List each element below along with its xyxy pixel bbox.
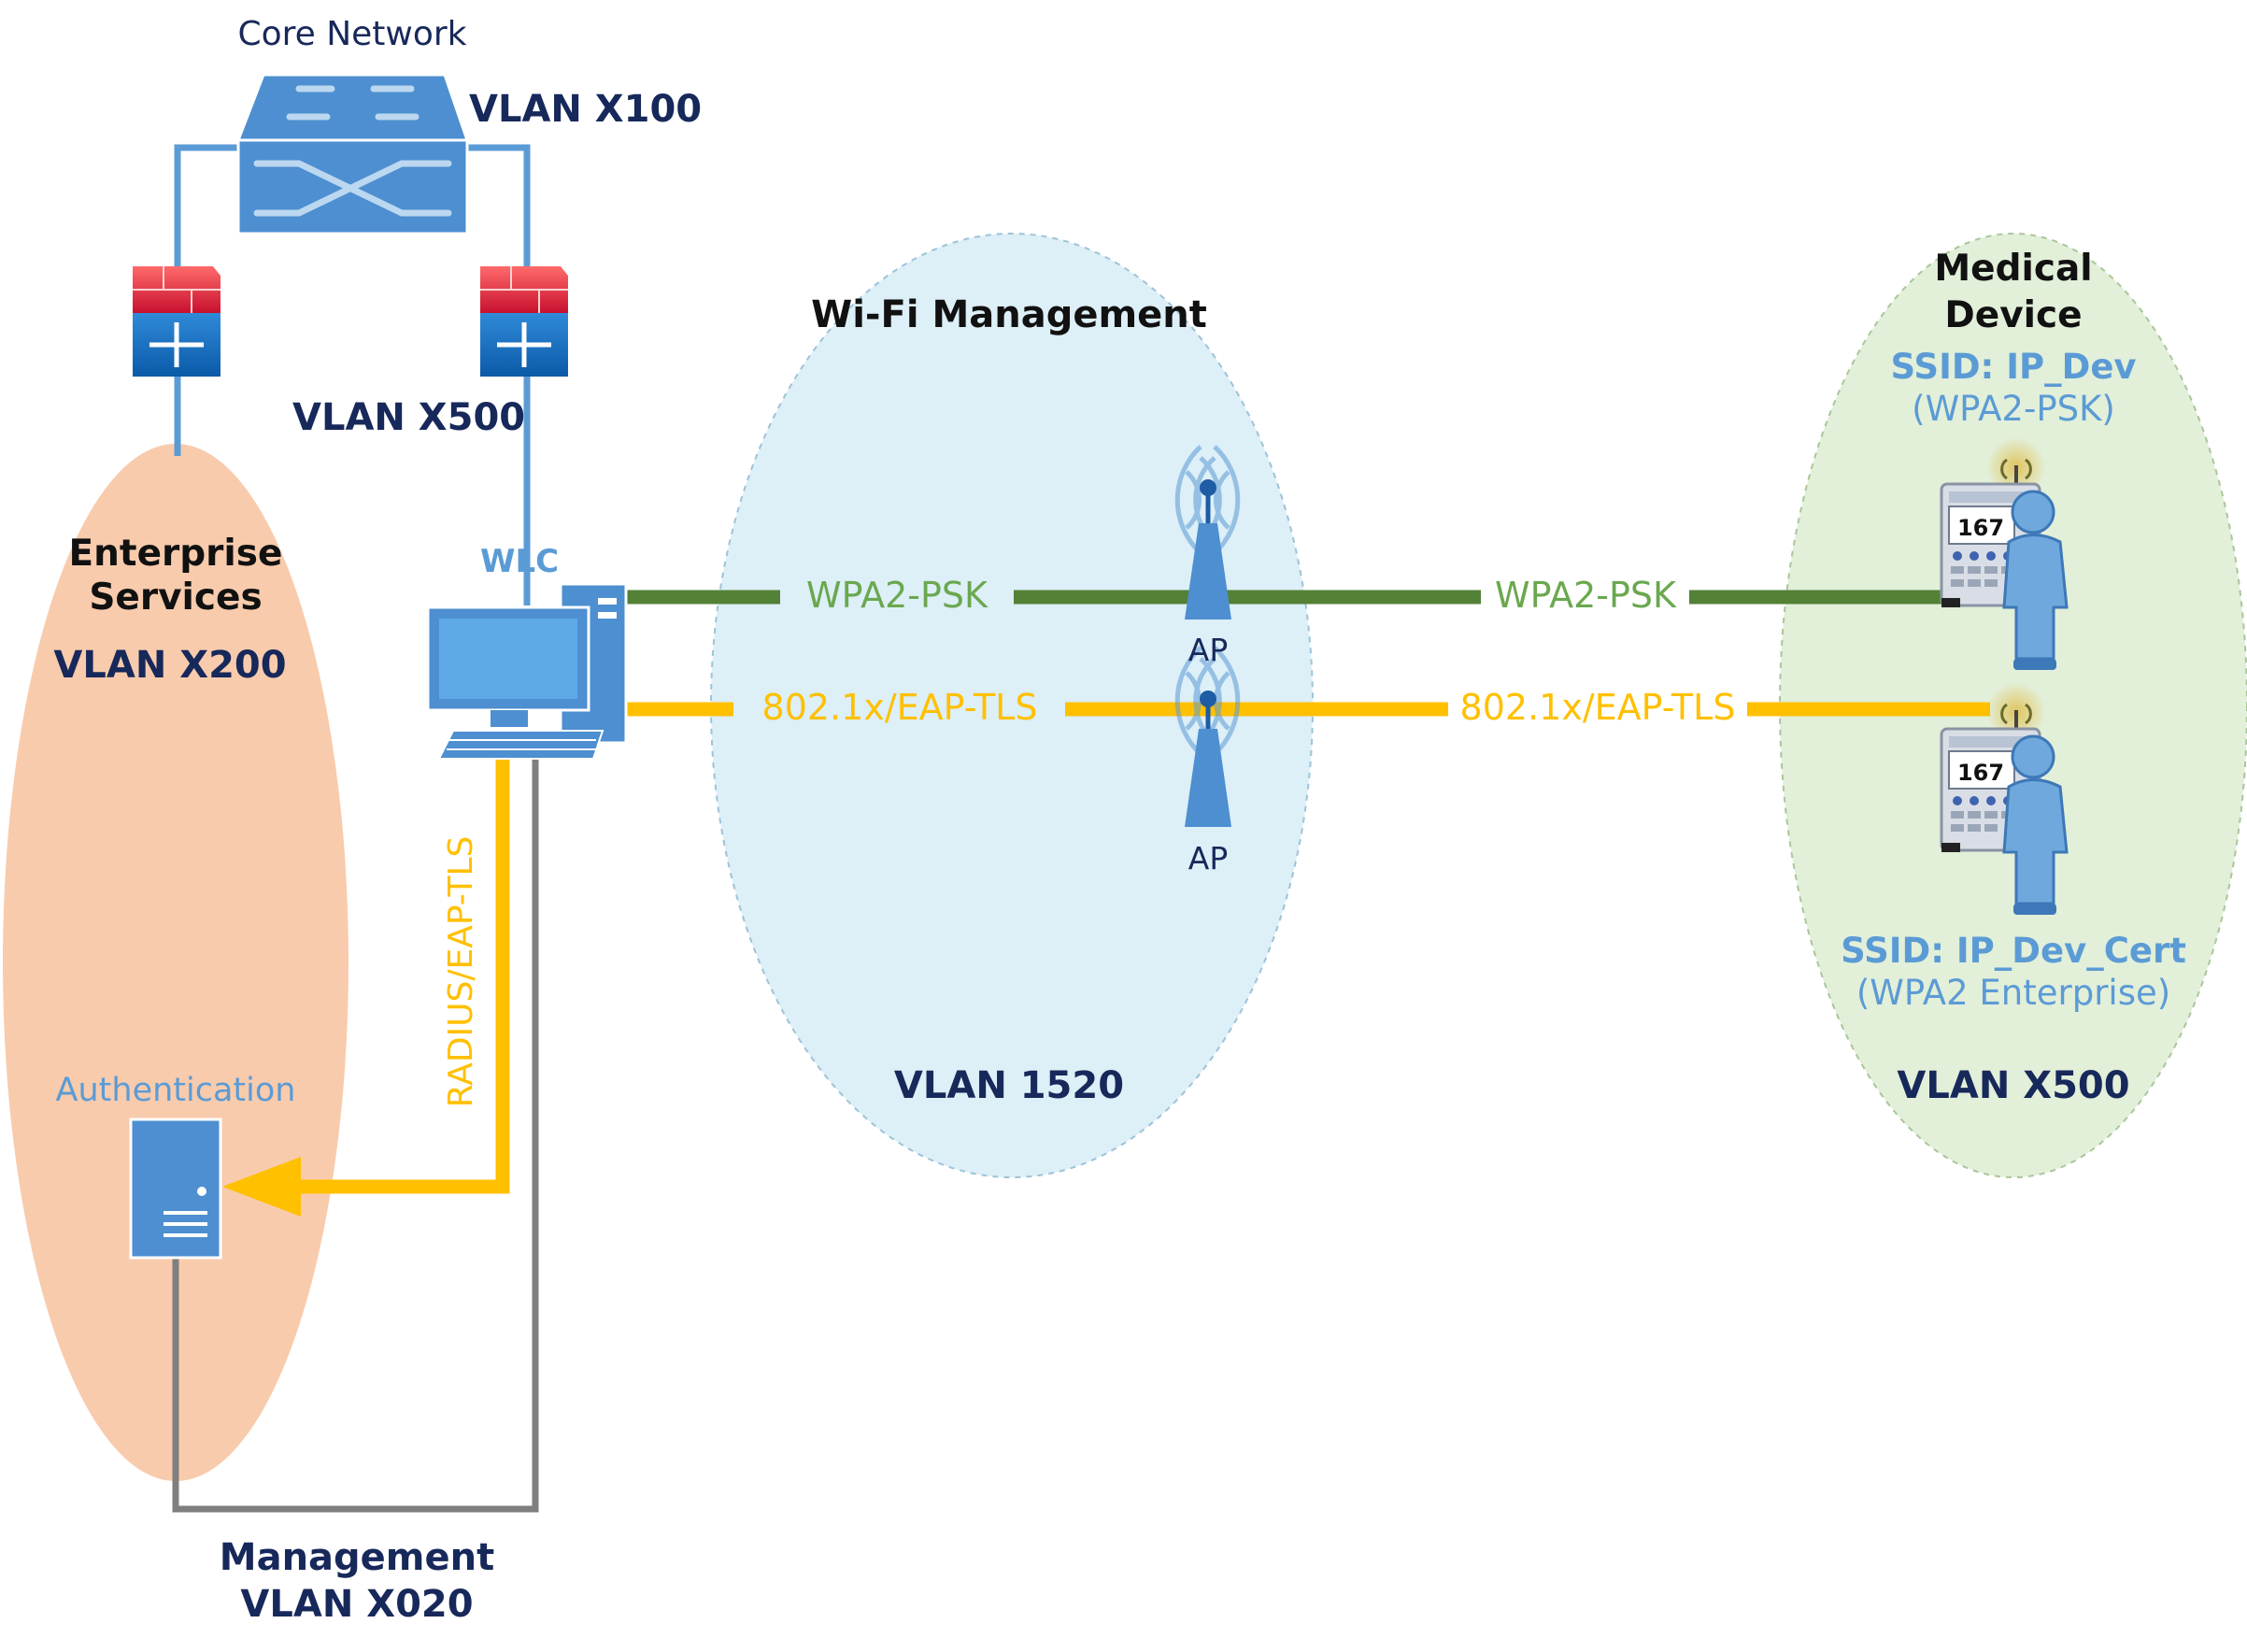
wifi-management-label: Wi-Fi Management	[811, 293, 1207, 336]
person-icon	[2002, 734, 2069, 915]
pump-reading: 167	[1957, 760, 2004, 786]
ssid-ip-dev-cert-label: SSID: IP_Dev_Cert	[1841, 931, 2186, 971]
firewall-icon	[480, 266, 568, 377]
enterprise-services-label-2: Services	[89, 577, 262, 619]
access-point-icon	[1174, 445, 1241, 620]
management-label-1: Management	[220, 1536, 494, 1579]
ssid-ip-dev-mode-label: (WPA2-PSK)	[1912, 389, 2115, 429]
vlan-x100-label: VLAN X100	[469, 88, 702, 131]
enterprise-services-label-1: Enterprise	[69, 533, 283, 575]
medical-device-label-1: Medical	[1934, 248, 2092, 290]
radius-link	[294, 759, 510, 1194]
firewall-icon	[133, 266, 220, 377]
management-link	[172, 757, 539, 1513]
wpa2-psk-right-label: WPA2-PSK	[1495, 575, 1677, 616]
access-point-icon	[1174, 646, 1241, 827]
core-network-label: Core Network	[237, 15, 466, 53]
vlan-x500-top-label: VLAN X500	[292, 396, 525, 439]
medical-device-label-2: Device	[1944, 294, 2082, 336]
wpa2-psk-left-label: WPA2-PSK	[806, 575, 988, 616]
person-icon	[2002, 490, 2069, 670]
vlan-x500-right-label: VLAN X500	[1897, 1064, 2129, 1107]
authentication-label: Authentication	[56, 1072, 296, 1109]
wlc-computer-icon	[426, 582, 628, 760]
pump-reading: 167	[1957, 515, 2004, 541]
vlan-x200-label: VLAN X200	[53, 644, 286, 687]
server-icon	[129, 1118, 222, 1260]
enterprise-zone	[3, 444, 348, 1481]
ap-bottom-label: AP	[1188, 840, 1228, 876]
radius-label: RADIUS/EAP-TLS	[442, 836, 480, 1108]
management-label-2: VLAN X020	[240, 1583, 473, 1626]
ap-top-label: AP	[1188, 632, 1228, 668]
infusion-pump-icon: 167	[1940, 682, 2046, 852]
switch-icon	[235, 73, 470, 235]
ssid-ip-dev-cert-mode-label: (WPA2 Enterprise)	[1856, 973, 2170, 1013]
eap-tls-left-label: 802.1x/EAP-TLS	[762, 687, 1038, 728]
wlc-label: WLC	[480, 543, 559, 580]
ssid-ip-dev-label: SSID: IP_Dev	[1890, 347, 2136, 387]
eap-tls-right-label: 802.1x/EAP-TLS	[1460, 687, 1736, 728]
radius-arrow	[222, 1157, 301, 1217]
vlan-1520-label: VLAN 1520	[894, 1064, 1124, 1107]
